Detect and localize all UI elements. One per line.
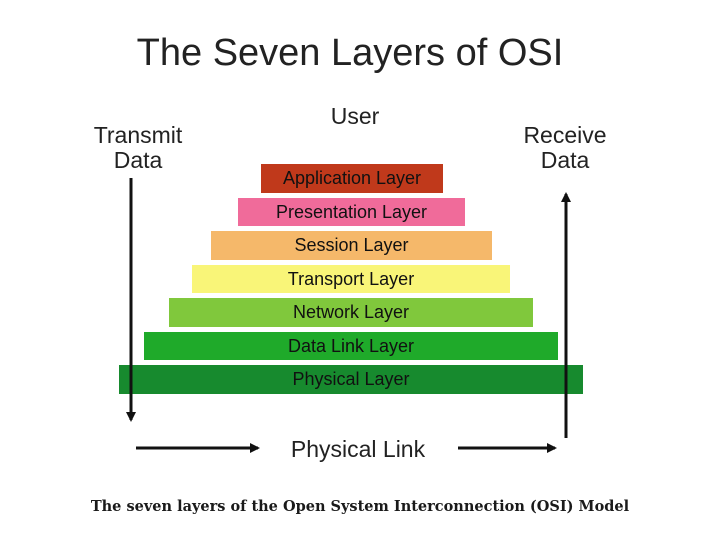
user-label: User — [330, 103, 380, 129]
layer-transport: Transport Layer — [192, 265, 510, 293]
layer-session: Session Layer — [211, 231, 492, 260]
physical-link-label: Physical Link — [290, 436, 426, 462]
layer-data-link: Data Link Layer — [144, 332, 558, 360]
layer-application: Application Layer — [261, 164, 443, 193]
layer-presentation: Presentation Layer — [238, 198, 465, 226]
transmit-label-line-1: Transmit — [93, 122, 183, 148]
receive-label-line-1: Receive — [523, 122, 607, 148]
transmit-data-label: Transmit Data — [78, 123, 198, 173]
layer-network: Network Layer — [169, 298, 533, 327]
layer-physical: Physical Layer — [119, 365, 583, 394]
figure-caption: The seven layers of the Open System Inte… — [90, 498, 630, 515]
receive-data-label: Receive Data — [506, 123, 624, 173]
receive-label-line-2: Data — [540, 147, 590, 173]
diagram-title: The Seven Layers of OSI — [136, 32, 564, 74]
transmit-label-line-2: Data — [113, 147, 163, 173]
